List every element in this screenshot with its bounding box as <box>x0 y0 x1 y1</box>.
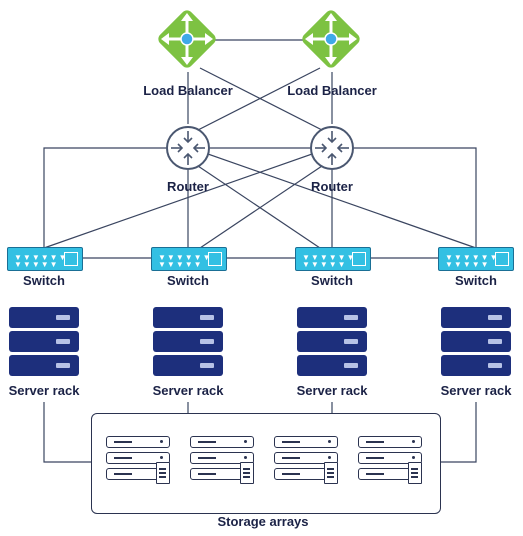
router1-switch3-link <box>197 165 321 249</box>
switch-label: Switch <box>167 273 209 288</box>
router1-switch1-link <box>43 147 166 248</box>
lb1-router2-link <box>199 67 323 131</box>
storage-array-icon <box>358 436 438 496</box>
load-balancer-icon <box>158 10 216 68</box>
lb2-router1-link <box>197 67 321 131</box>
router2-switch1-link <box>43 139 353 249</box>
server-rack-label: Server rack <box>152 383 224 398</box>
switch-icon: ▼▼▼▼▼▼▼▼▼▼▼ <box>438 247 514 271</box>
router1-switch4-link <box>167 139 477 249</box>
rack4-storage-link <box>441 402 477 463</box>
load-balancer-label: Load Balancer <box>287 83 377 98</box>
storage-arrays-label: Storage arrays <box>217 514 309 529</box>
server-rack-label: Server rack <box>440 383 512 398</box>
load-balancer-1 <box>150 4 226 114</box>
router-label: Router <box>167 179 209 194</box>
switch-icon: ▼▼▼▼▼▼▼▼▼▼▼ <box>7 247 83 271</box>
router-icon <box>166 126 210 170</box>
storage-array-icon <box>190 436 270 496</box>
storage-array-icon <box>106 436 186 496</box>
router2-switch4-link <box>354 147 477 248</box>
server-rack-icon <box>153 307 223 377</box>
server-rack-icon <box>9 307 79 377</box>
switch-icon: ▼▼▼▼▼▼▼▼▼▼▼ <box>295 247 371 271</box>
storage-array-icon <box>274 436 354 496</box>
rack1-storage-link <box>43 402 91 463</box>
server-rack-icon <box>297 307 367 377</box>
load-balancer-icon <box>302 10 360 68</box>
server-rack-label: Server rack <box>8 383 80 398</box>
router2-switch2-link <box>199 165 323 249</box>
load-balancer-2 <box>294 4 370 114</box>
storage-arrays-frame <box>91 413 441 514</box>
server-rack-icon <box>441 307 511 377</box>
router-label: Router <box>311 179 353 194</box>
switch-label: Switch <box>311 273 353 288</box>
switch-icon: ▼▼▼▼▼▼▼▼▼▼▼ <box>151 247 227 271</box>
switch-label: Switch <box>23 273 65 288</box>
router-icon <box>310 126 354 170</box>
load-balancer-label: Load Balancer <box>143 83 233 98</box>
switch-label: Switch <box>455 273 497 288</box>
server-rack-label: Server rack <box>296 383 368 398</box>
